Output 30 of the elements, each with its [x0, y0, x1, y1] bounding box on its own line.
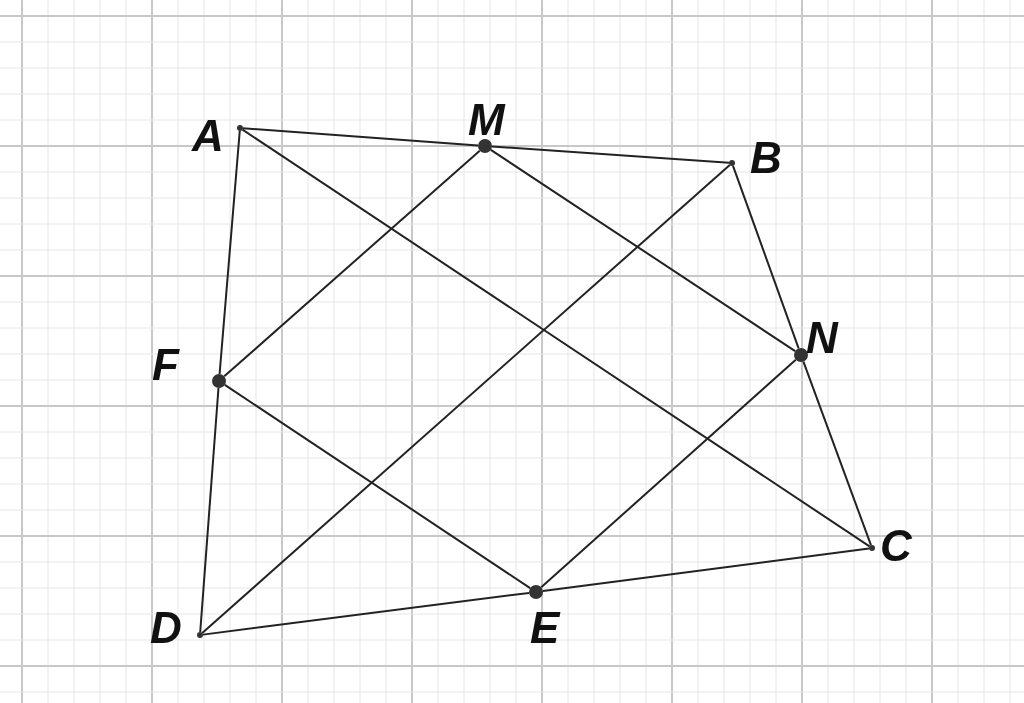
point-dot: [529, 585, 543, 599]
point-dot: [794, 348, 808, 362]
line-segment: [491, 145, 730, 164]
line-segment: [202, 591, 531, 636]
line-segment: [540, 358, 797, 589]
line-segment: [199, 387, 220, 633]
point-label: N: [806, 316, 838, 360]
point-dot: [212, 374, 226, 388]
point-dot: [729, 160, 735, 166]
point-label: F: [152, 343, 179, 387]
line-segment: [242, 127, 479, 147]
point-label: E: [530, 606, 560, 650]
point-label: D: [150, 606, 182, 650]
point-dot: [478, 139, 492, 153]
line-segment: [201, 164, 731, 634]
point-label: C: [880, 524, 912, 568]
line-segment: [489, 148, 797, 353]
point-label: A: [192, 114, 224, 158]
line-segment: [802, 360, 872, 547]
point-dot: [869, 545, 875, 551]
point-dot: [237, 125, 243, 131]
line-segment: [218, 130, 241, 375]
line-segment: [223, 383, 532, 590]
point-label: M: [468, 98, 505, 142]
line-segment: [541, 547, 871, 593]
line-segment: [732, 164, 800, 350]
point-dot: [197, 632, 203, 638]
line-segment: [223, 149, 481, 378]
point-label: B: [750, 136, 782, 180]
line-segment: [241, 128, 871, 548]
